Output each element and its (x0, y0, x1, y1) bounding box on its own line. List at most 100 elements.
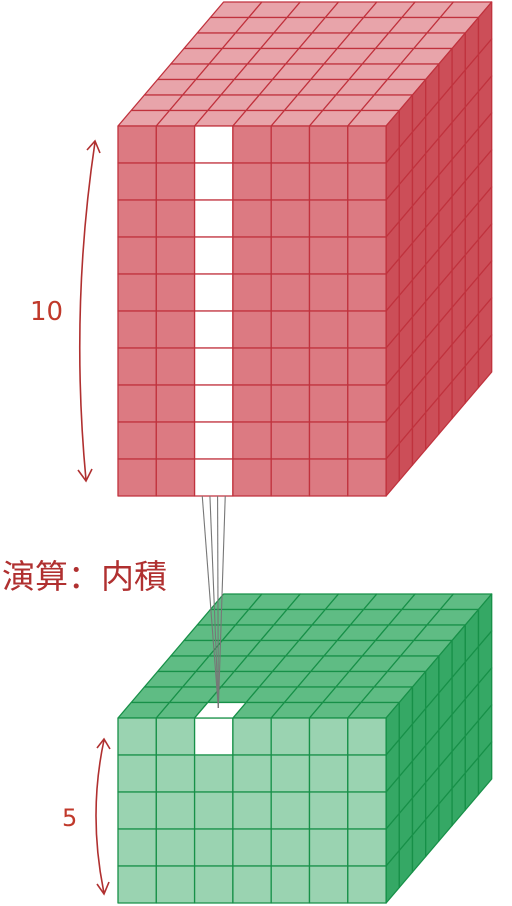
front-face-cell (232, 199, 272, 238)
front-face-cell (308, 236, 349, 275)
front-face-cell (347, 754, 387, 793)
front-face-cell (117, 236, 157, 275)
front-face-cell (270, 791, 311, 830)
front-face-cell (308, 754, 349, 793)
front-face-cell (308, 347, 349, 386)
highlighted-cell (193, 310, 234, 349)
front-face-cell (308, 384, 349, 423)
front-face-cell (117, 458, 157, 497)
front-face-cell (155, 865, 196, 904)
front-face-cell (270, 347, 311, 386)
front-face-cell (155, 458, 196, 497)
highlighted-cell (193, 236, 234, 275)
dot-product-connector-lines (201, 495, 226, 709)
bottom-depth-label: 5 (62, 804, 77, 832)
front-face-cell (155, 347, 196, 386)
front-face-cell (270, 458, 311, 497)
front-face-cell (347, 458, 387, 497)
front-face-cell (232, 458, 272, 497)
highlighted-cell (193, 384, 234, 423)
front-face-cell (232, 162, 272, 201)
front-face-cell (347, 236, 387, 275)
side-face-cell (477, 741, 493, 796)
front-face-cell (347, 791, 387, 830)
highlighted-cell (193, 421, 234, 460)
front-face-cell (232, 236, 272, 275)
front-face-cell (270, 828, 311, 867)
front-face-cell (155, 162, 196, 201)
front-face-cell (232, 865, 272, 904)
front-face-cell (232, 828, 272, 867)
front-face-cell (270, 717, 311, 756)
highlighted-cell (193, 162, 234, 201)
front-face-cell (117, 125, 157, 164)
front-face-cell (117, 310, 157, 349)
front-face-cell (308, 458, 349, 497)
front-face-cell (270, 310, 311, 349)
front-face-cell (117, 162, 157, 201)
side-face-cell (477, 334, 493, 389)
front-face-cell (347, 865, 387, 904)
front-face-cell (347, 162, 387, 201)
front-face-cell (117, 865, 157, 904)
top-depth-arrow (78, 141, 96, 481)
front-face-cell (232, 384, 272, 423)
front-face-cell (308, 865, 349, 904)
front-face-cell (308, 717, 349, 756)
front-face-cell (155, 199, 196, 238)
front-face-cell (117, 421, 157, 460)
front-face-cell (232, 273, 272, 312)
front-face-cell (117, 273, 157, 312)
front-face-cell (232, 347, 272, 386)
top-depth-arrow-head-up (86, 139, 101, 154)
bottom-depth-arrow-head-down (96, 881, 110, 896)
front-face-cell (155, 236, 196, 275)
front-face-cell (270, 754, 311, 793)
front-face-cell (193, 754, 234, 793)
front-face-cell (117, 717, 157, 756)
front-face-cell (347, 421, 387, 460)
front-face-cell (308, 791, 349, 830)
front-face-cell (117, 754, 157, 793)
front-face-cell (347, 125, 387, 164)
front-face-cell (270, 162, 311, 201)
output-feature-cube (117, 593, 493, 904)
highlighted-cell (193, 199, 234, 238)
front-face-cell (155, 717, 196, 756)
front-face-cell (117, 384, 157, 423)
front-face-cell (193, 865, 234, 904)
front-face-cell (155, 421, 196, 460)
front-face-cell (270, 384, 311, 423)
front-face-cell (308, 310, 349, 349)
front-face-cell (347, 828, 387, 867)
front-face-cell (155, 384, 196, 423)
connector-line (201, 495, 219, 709)
front-face-cell (193, 791, 234, 830)
highlighted-cell (193, 347, 234, 386)
front-face-cell (308, 199, 349, 238)
top-depth-arrow-head-down (77, 468, 93, 483)
highlighted-cell (193, 458, 234, 497)
top-depth-label: 10 (30, 297, 63, 327)
front-face-cell (270, 199, 311, 238)
front-face-cell (270, 273, 311, 312)
front-face-cell (347, 199, 387, 238)
front-face-cell (270, 865, 311, 904)
front-face-cell (232, 717, 272, 756)
bottom-depth-arrow-head-up (96, 737, 111, 750)
front-face-cell (308, 421, 349, 460)
front-face-cell (232, 125, 272, 164)
connector-line (209, 495, 219, 709)
highlighted-top-cell (193, 701, 247, 719)
front-face-cell (117, 199, 157, 238)
front-face-cell (155, 791, 196, 830)
front-face-cell (155, 125, 196, 164)
front-face-cell (308, 273, 349, 312)
front-face-cell (232, 310, 272, 349)
front-face-cell (308, 162, 349, 201)
front-face-cell (347, 273, 387, 312)
front-face-cell (232, 791, 272, 830)
bottom-depth-arrow (95, 739, 105, 894)
front-face-cell (347, 384, 387, 423)
